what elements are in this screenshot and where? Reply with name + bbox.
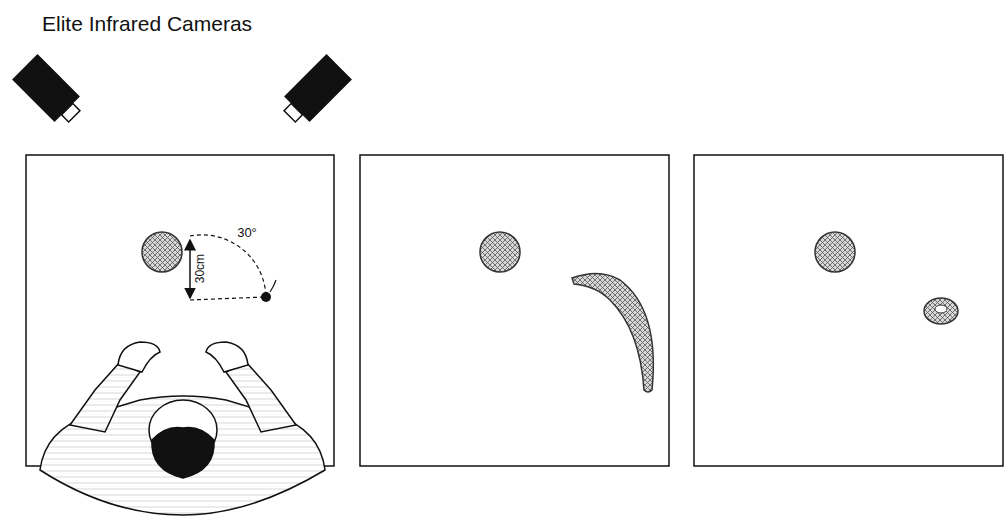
- panel: [360, 155, 669, 466]
- camera: [277, 54, 352, 129]
- apple: [480, 232, 520, 272]
- panel: [26, 155, 334, 466]
- apple: [142, 232, 182, 272]
- person: [40, 342, 325, 515]
- distance-arrow: [189, 240, 191, 298]
- small-object: [924, 298, 958, 324]
- angle-arc: [190, 235, 266, 297]
- banana: [572, 273, 653, 392]
- angle-label: 30°: [236, 226, 258, 240]
- target-dot: [261, 292, 271, 302]
- tick: [270, 280, 276, 292]
- camera: [12, 54, 87, 129]
- panel: [694, 155, 1003, 466]
- dimension-label: 30cm: [194, 254, 207, 283]
- camera-label: Elite Infrared Cameras: [42, 12, 252, 35]
- apple: [815, 232, 855, 272]
- dashed-line: [190, 297, 264, 300]
